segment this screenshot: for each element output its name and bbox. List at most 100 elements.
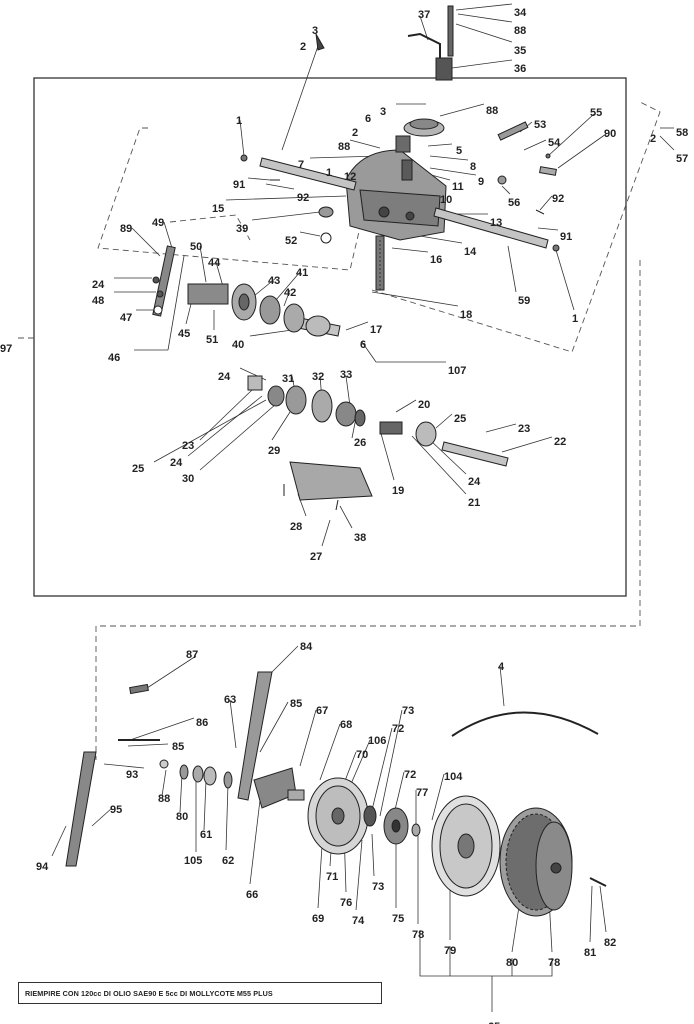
callout-14: 14 [464,246,477,258]
callout-61: 61 [200,829,212,841]
callout-39: 39 [236,223,248,235]
callout-34: 34 [514,7,527,19]
callout-107: 107 [448,365,466,377]
input-gear-cluster [152,245,331,337]
callout-10: 10 [440,194,452,206]
callout-5: 5 [456,145,462,157]
callout-22: 22 [554,436,566,448]
callout-32: 32 [312,371,324,383]
callout-54: 54 [548,137,561,149]
callout-105: 105 [184,855,202,867]
dashed-guides [18,101,661,760]
lubrication-note-box: RIEMPIRE CON 120cc DI OLIO SAE90 E 5cc D… [18,982,382,1004]
callout-87: 87 [186,649,198,661]
callout-12: 12 [344,171,356,183]
wheel-assembly [431,711,607,917]
callout-33: 33 [340,369,352,381]
callout-88: 88 [486,105,498,117]
callout-80: 80 [176,811,188,823]
output-gear-train [247,375,437,511]
drive-pulley [307,777,421,855]
callout-24: 24 [92,279,105,291]
callout-67: 67 [316,705,328,717]
callout-2: 2 [650,133,656,145]
callout-20: 20 [418,399,430,411]
callout-86: 86 [196,717,208,729]
callout-53: 53 [534,119,546,131]
callout-88: 88 [158,793,170,805]
callout-25: 25 [132,463,144,475]
callout-56: 56 [508,197,520,209]
callout-63: 63 [224,694,236,706]
callout-47: 47 [120,312,132,324]
callout-49: 49 [152,217,164,229]
callout-94: 94 [36,861,49,873]
callout-73: 73 [402,705,414,717]
callout-15: 15 [212,203,224,215]
callout-81: 81 [584,947,596,959]
callout-42: 42 [284,287,296,299]
callout-31: 31 [282,373,294,385]
callout-38: 38 [354,532,366,544]
callout-55: 55 [590,107,602,119]
callout-95: 95 [110,804,122,816]
callout-71: 71 [326,871,338,883]
callout-77: 77 [416,787,428,799]
callout-44: 44 [208,257,221,269]
callout-8: 8 [470,161,476,173]
callout-92: 92 [297,192,309,204]
callout-59: 59 [518,295,530,307]
small-hardware [240,121,560,252]
callout-69: 69 [312,913,324,925]
callout-24: 24 [218,371,231,383]
callout-66: 66 [246,889,258,901]
callout-58: 58 [676,127,688,139]
callout-1: 1 [236,115,242,127]
gearbox-housing [345,118,447,291]
callout-6: 6 [360,339,366,351]
callout-21: 21 [468,497,480,509]
callout-50: 50 [190,241,202,253]
callout-2: 2 [352,127,358,139]
callout-91: 91 [560,231,572,243]
callout-88: 88 [514,25,526,37]
callout-84: 84 [300,641,313,653]
callout-24: 24 [468,476,481,488]
callout-9: 9 [478,176,484,188]
callout-35: 35 [514,45,526,57]
axle-shafts [259,157,549,467]
callout-104: 104 [444,771,463,783]
callout-89: 89 [120,223,132,235]
callout-90: 90 [604,128,616,140]
callout-51: 51 [206,334,218,346]
callout-79: 79 [444,945,456,957]
callout-88: 88 [338,141,350,153]
shift-rod-assembly [315,5,454,81]
callout-40: 40 [232,339,244,351]
callout-48: 48 [92,295,104,307]
callout-11: 11 [452,181,464,193]
callout-46: 46 [108,352,120,364]
callout-82: 82 [604,937,616,949]
callout-23: 23 [518,423,530,435]
callout-52: 52 [285,235,297,247]
callout-30: 30 [182,473,194,485]
callout-41: 41 [296,267,308,279]
callout-93: 93 [126,769,138,781]
callout-3: 3 [380,106,386,118]
callout-72: 72 [404,769,416,781]
callout-37: 37 [418,9,430,21]
callout-91: 91 [233,179,245,191]
callout-85: 85 [172,741,184,753]
callout-2: 2 [300,41,306,53]
callout-1: 1 [572,313,578,325]
callout-6: 6 [365,113,371,125]
callout-57: 57 [676,153,688,165]
callout-65: 65 [488,1021,500,1024]
callout-78: 78 [412,929,424,941]
callout-4: 4 [498,661,505,673]
callout-92: 92 [552,193,564,205]
callout-45: 45 [178,328,190,340]
callout-43: 43 [268,275,280,287]
callout-72: 72 [392,723,404,735]
